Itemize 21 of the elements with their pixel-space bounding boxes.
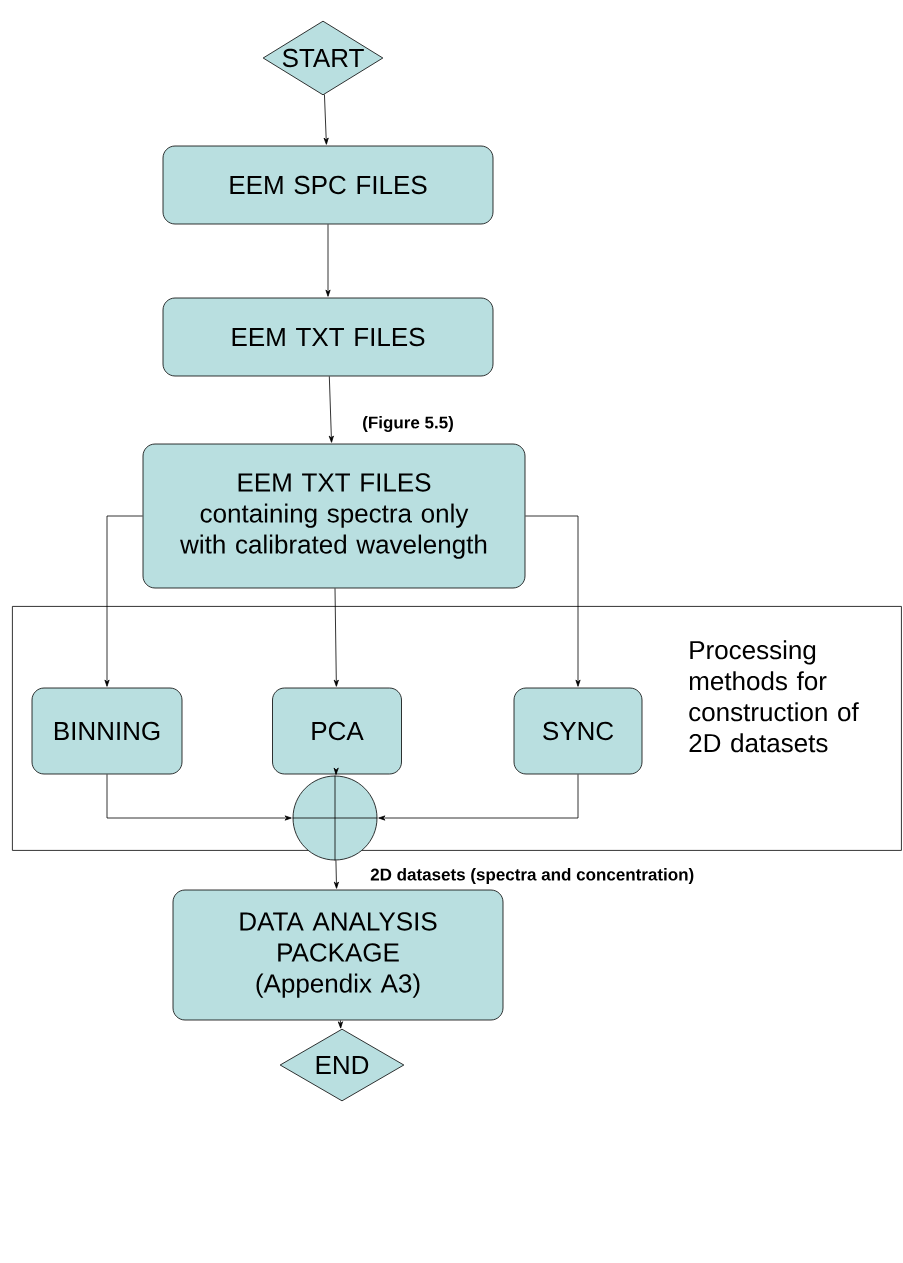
- process-box: EEM TXT FILES containing spectra only with calibrated wavelength: [142, 443, 526, 589]
- arrow: [106, 774, 292, 821]
- junction-circle: [292, 775, 378, 861]
- arrow: [104, 515, 143, 687]
- arrow: [333, 588, 339, 687]
- arrow: [323, 94, 329, 145]
- process-box: EEM TXT FILES: [162, 297, 494, 377]
- process-box: EEM SPC FILES: [162, 145, 494, 225]
- process-box: BINNING: [31, 687, 183, 775]
- arrow: [378, 774, 579, 821]
- arrow: [325, 224, 331, 297]
- arrow: [333, 860, 339, 889]
- arrow: [525, 515, 581, 687]
- arrow: [328, 376, 334, 443]
- process-box: DATA ANALYSIS PACKAGE (Appendix A3): [172, 889, 504, 1021]
- edge-label: (Figure 5.5): [360, 414, 456, 434]
- edge-label: 2D datasets (spectra and concentration): [368, 866, 697, 886]
- arrow: [333, 767, 339, 775]
- arrow: [337, 1020, 343, 1029]
- process-box: PCA: [272, 687, 402, 775]
- process-box: SYNC: [513, 687, 643, 775]
